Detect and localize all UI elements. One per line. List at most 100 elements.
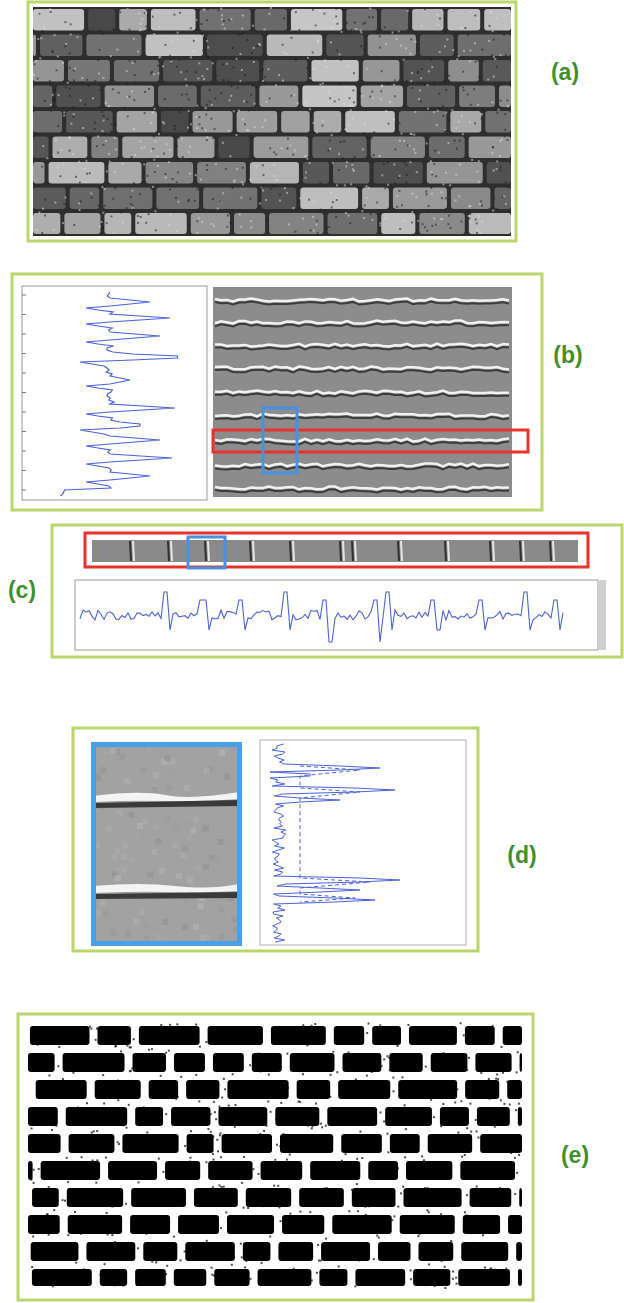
mask-noise — [287, 1087, 289, 1089]
mask-noise — [514, 1193, 516, 1195]
mask-noise — [497, 1086, 499, 1088]
photo-grain — [455, 199, 457, 201]
mask-noise — [233, 1069, 235, 1071]
photo-grain — [65, 196, 67, 198]
photo-grain — [241, 28, 243, 30]
mask-noise — [258, 1090, 260, 1092]
mask-noise — [157, 1054, 159, 1056]
photo-grain — [122, 222, 124, 224]
photo-grain — [431, 193, 433, 195]
photo-grain — [101, 221, 103, 223]
photo-grain — [463, 50, 465, 52]
mask-noise — [426, 1209, 428, 1211]
photo-grain — [206, 139, 208, 141]
mask-noise — [434, 1285, 436, 1287]
mortar-mask — [28, 1022, 522, 1290]
mask-noise — [505, 1242, 507, 1244]
photo-grain — [113, 28, 115, 30]
photo-grain — [481, 49, 483, 51]
photo-grain — [410, 80, 412, 82]
photo-grain — [287, 138, 289, 140]
photo-grain — [481, 205, 483, 207]
mask-noise — [241, 1182, 243, 1184]
photo-grain — [417, 220, 419, 222]
mask-noise — [166, 1265, 168, 1267]
photo-grain — [366, 68, 368, 70]
mask-noise — [221, 1097, 223, 1099]
photo-grain — [158, 56, 160, 58]
mask-noise — [81, 1281, 83, 1283]
photo-grain — [351, 160, 353, 162]
mask-noise — [266, 1195, 268, 1197]
mask-noise — [321, 1126, 323, 1128]
mask-noise — [358, 1192, 360, 1194]
mask-noise — [212, 1153, 214, 1155]
brick-mask — [187, 1134, 214, 1153]
mask-noise — [381, 1250, 383, 1252]
photo-grain — [488, 25, 490, 27]
photo-grain — [94, 80, 96, 82]
image-texture — [112, 855, 118, 861]
photo-grain — [57, 166, 59, 168]
photo-grain — [241, 69, 243, 71]
joint-dark — [550, 541, 551, 561]
mask-noise — [502, 1121, 504, 1123]
image-texture — [102, 749, 108, 755]
image-texture — [172, 843, 178, 849]
mask-noise — [75, 1262, 77, 1264]
photo-grain — [297, 102, 299, 104]
photo-grain — [294, 231, 296, 233]
image-texture — [224, 774, 230, 780]
photo-grain — [126, 83, 128, 85]
photo-grain — [140, 216, 142, 218]
mask-noise — [354, 1285, 356, 1287]
photo-grain — [431, 225, 433, 227]
mask-noise — [195, 1041, 197, 1043]
stone-block — [86, 35, 141, 57]
photo-grain — [70, 23, 72, 25]
image-texture — [114, 813, 120, 819]
mask-noise — [56, 1137, 58, 1139]
photo-grain — [112, 198, 114, 200]
brick-mask — [278, 1242, 313, 1261]
photo-grain — [476, 170, 478, 172]
joint-bright — [493, 541, 494, 561]
photo-grain — [469, 11, 471, 13]
mask-noise — [143, 1106, 145, 1108]
photo-grain — [309, 162, 311, 164]
mask-noise — [516, 1172, 518, 1174]
photo-grain — [244, 74, 246, 76]
mask-noise — [325, 1238, 327, 1240]
photo-grain — [234, 179, 236, 181]
photo-grain — [49, 84, 51, 86]
brick-mask — [133, 1053, 166, 1072]
mask-noise — [320, 1260, 322, 1262]
mask-noise — [328, 1165, 330, 1167]
mask-noise — [497, 1063, 499, 1065]
mask-noise — [228, 1189, 230, 1191]
joint-dark — [168, 541, 169, 561]
mask-noise — [87, 1034, 89, 1036]
stone-block — [191, 213, 230, 234]
mask-noise — [442, 1103, 444, 1105]
photo-grain — [401, 204, 403, 206]
mask-noise — [263, 1130, 265, 1132]
mask-noise — [84, 1122, 86, 1124]
brick-mask — [503, 1026, 522, 1045]
photo-grain — [94, 122, 96, 124]
stone-block — [326, 35, 363, 57]
mask-noise — [508, 1162, 510, 1164]
mask-noise — [434, 1258, 436, 1260]
photo-grain — [354, 21, 356, 23]
mask-noise — [425, 1217, 427, 1219]
mask-noise — [484, 1266, 486, 1268]
mask-noise — [457, 1132, 459, 1134]
mask-noise — [196, 1088, 198, 1090]
mask-noise — [101, 1060, 103, 1062]
mask-noise — [235, 1104, 237, 1106]
photo-grain — [85, 160, 87, 162]
photo-grain — [470, 104, 472, 106]
mask-noise — [37, 1044, 39, 1046]
photo-grain — [89, 137, 91, 139]
mask-noise — [213, 1275, 215, 1277]
